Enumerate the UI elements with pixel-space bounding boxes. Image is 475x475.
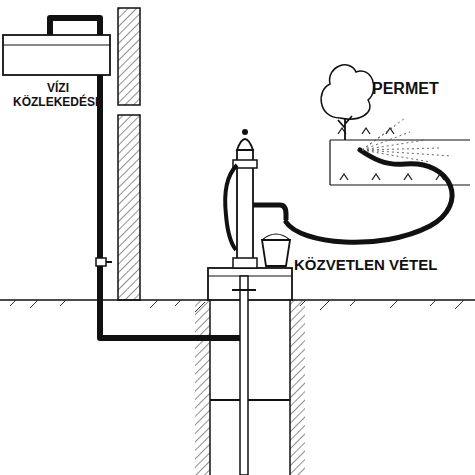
valve <box>96 258 106 266</box>
water-tank <box>3 35 110 75</box>
water-level <box>3 45 110 46</box>
pump-handle <box>225 165 237 250</box>
soil-hatching <box>10 300 464 312</box>
well-wall <box>290 300 305 475</box>
ground-line <box>292 299 475 301</box>
garden-bed <box>330 140 470 185</box>
caption-label: PERMET <box>372 80 439 98</box>
well-floor <box>210 399 290 401</box>
spray <box>362 118 452 162</box>
pump-base <box>233 258 257 268</box>
well-wall <box>195 300 210 475</box>
ground-line <box>0 299 208 301</box>
well-platform <box>208 276 292 277</box>
tree-crown <box>321 65 374 119</box>
suction-pipe <box>240 276 248 475</box>
pipe-clamp <box>232 289 256 291</box>
well-wall <box>289 300 291 475</box>
wall <box>118 115 140 300</box>
tree-trunk <box>338 116 352 140</box>
valve <box>106 261 112 263</box>
caption-label: KÖZVETLEN VÉTEL <box>294 256 437 273</box>
well-wall <box>209 300 211 475</box>
bucket-handle <box>262 234 290 240</box>
well-platform <box>208 268 292 300</box>
bucket <box>262 240 290 266</box>
hose <box>286 150 452 242</box>
pump-spout <box>253 205 286 220</box>
wall <box>118 8 140 105</box>
pump-cap <box>237 139 253 150</box>
caption-label: VÍZI KÖZLEKEDÉSE <box>2 82 114 110</box>
pump-knob <box>242 129 248 135</box>
